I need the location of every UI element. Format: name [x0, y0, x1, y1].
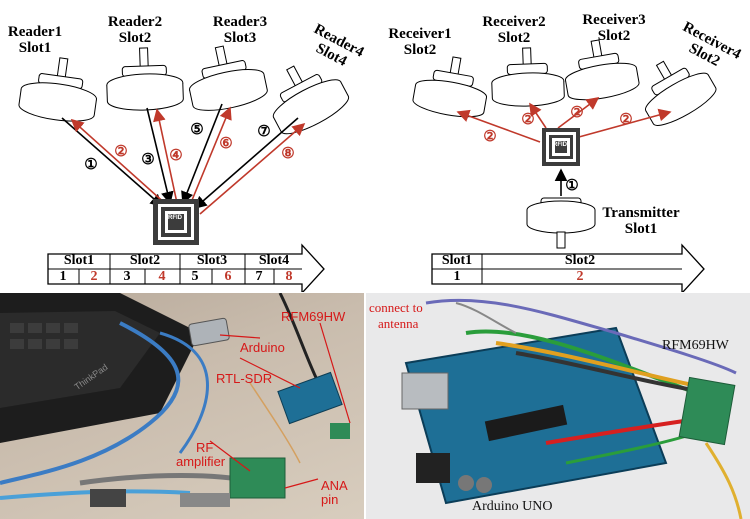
receiver2-slot: Slot2 [497, 30, 531, 46]
timeline-cell-3: 3 [123, 269, 131, 284]
left-tag-label: RFID [168, 215, 182, 221]
transmitter-name: Transmitter [602, 205, 680, 221]
transmitter-device [526, 197, 596, 249]
label-rtl-sdr: RTL-SDR [216, 371, 273, 386]
step-1: ① [84, 157, 98, 173]
timeline-cell-5: 5 [191, 269, 199, 284]
receiver2-name: Receiver2 [482, 14, 546, 30]
label-antenna: antenna [378, 316, 419, 331]
timeline-slot1: Slot1 [63, 253, 95, 268]
reader2-slot: Slot2 [118, 30, 152, 46]
receiver1-name: Receiver1 [388, 26, 452, 42]
reader3-name: Reader3 [212, 14, 268, 30]
timeline-cell-8: 8 [285, 269, 293, 284]
right-timeline-slot2: Slot2 [564, 253, 596, 268]
label-amplifier: amplifier [176, 454, 226, 469]
receiver3-slot: Slot2 [597, 28, 631, 44]
right-step-1: ① [565, 178, 579, 194]
timeline-slot4: Slot4 [258, 253, 290, 268]
right-step-2-b: ② [521, 112, 535, 128]
label-rfm69hw-left: RFM69HW [281, 309, 346, 324]
timeline-slot3: Slot3 [196, 253, 228, 268]
timeline-cell-6: 6 [224, 269, 232, 284]
step-5: ⑤ [190, 122, 204, 138]
reader3-device [189, 45, 268, 111]
right-step-2-c: ② [570, 105, 584, 121]
reader1-slot: Slot1 [18, 40, 52, 56]
reader2-device [106, 47, 184, 111]
right-timeline-cell-1: 1 [453, 269, 461, 284]
right-diagram [412, 39, 717, 292]
transmitter-slot: Slot1 [624, 221, 658, 237]
rfid-tag-icon [153, 199, 199, 245]
timeline-cell-1: 1 [59, 269, 67, 284]
reader2-name: Reader2 [107, 14, 163, 30]
right-rfid-tag-icon [542, 128, 580, 166]
label-rf: RF [196, 440, 214, 455]
right-step-2-d: ② [619, 112, 633, 128]
right-timeline-cell-2: 2 [576, 269, 584, 284]
receiver3-device [564, 39, 640, 101]
right-step-2-a: ② [483, 129, 497, 145]
label-connect-to: connect to [369, 300, 423, 315]
receiver3-name: Receiver3 [582, 12, 646, 28]
timeline-cell-2: 2 [90, 269, 98, 284]
label-arduino: Arduino [240, 340, 285, 355]
step-7: ⑦ [257, 124, 271, 140]
timeline-cell-4: 4 [158, 269, 166, 284]
step-4: ④ [169, 148, 183, 164]
step-3: ③ [141, 152, 155, 168]
timeline-cell-7: 7 [255, 269, 263, 284]
reader4-device [272, 65, 350, 135]
reader1-name: Reader1 [7, 24, 63, 40]
hardware-photo-right-drawing [401, 298, 743, 519]
right-tag-label: RFID [553, 142, 567, 148]
reader1-device [18, 57, 97, 122]
hardware-photo-left [0, 293, 364, 519]
receiver1-device [412, 56, 488, 118]
left-diagram [18, 45, 350, 292]
reader3-slot: Slot3 [223, 30, 257, 46]
label-pin: pin [321, 492, 339, 507]
receiver1-slot: Slot2 [403, 42, 437, 58]
timeline-slot2: Slot2 [129, 253, 161, 268]
receiver2-device [491, 47, 565, 107]
label-arduino-uno: Arduino UNO [472, 499, 553, 514]
hardware-photo-right [366, 293, 750, 519]
step-8: ⑧ [281, 146, 295, 162]
step-6: ⑥ [219, 136, 233, 152]
label-rfm69hw-right: RFM69HW [662, 338, 729, 353]
right-timeline-slot1: Slot1 [441, 253, 473, 268]
label-ana: ANA [321, 478, 348, 493]
hardware-photo-left-drawing [0, 293, 351, 507]
step-2: ② [114, 144, 128, 160]
